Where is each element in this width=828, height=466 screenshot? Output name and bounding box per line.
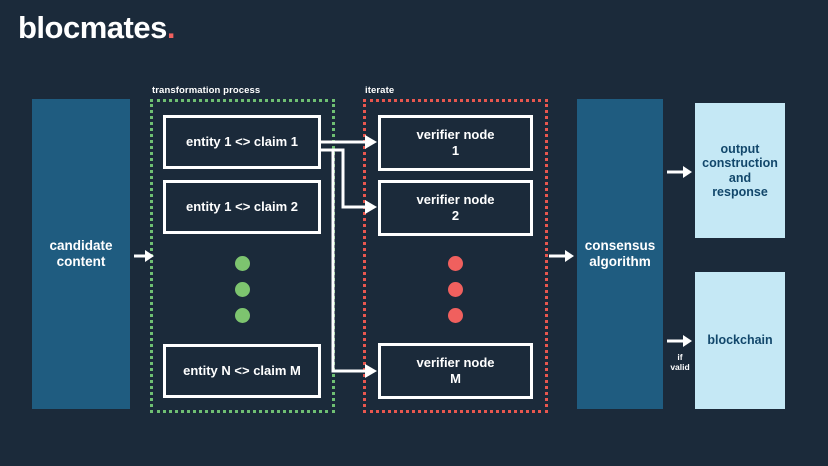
group-label-iterate: iterate: [365, 85, 395, 96]
vertical-ellipsis-icon-entities: [235, 256, 250, 323]
ellipsis-dot-red-1: [448, 256, 463, 271]
connector-entities-to-verifiers: [321, 135, 377, 378]
output-construction-block: output construction and response: [695, 103, 785, 238]
entity-card-2[interactable]: entity 1 <> claim 2: [163, 180, 321, 234]
candidate-content-label: candidate content: [49, 238, 113, 269]
entity-card-3-label: entity N <> claim M: [183, 363, 301, 379]
verifier-node-card-1-label: verifier node 1: [416, 127, 495, 158]
group-box-iterate: [363, 99, 548, 413]
ellipsis-dot-red-3: [448, 308, 463, 323]
edge-label-if-valid: if valid: [670, 352, 690, 372]
verifier-node-card-2-label: verifier node 2: [416, 192, 495, 223]
verifier-node-card-3[interactable]: verifier node M: [378, 343, 533, 399]
entity-card-1[interactable]: entity 1 <> claim 1: [163, 115, 321, 169]
output-construction-label: output construction and response: [702, 141, 778, 199]
verifier-node-card-2[interactable]: verifier node 2: [378, 180, 533, 236]
ellipsis-dot-green-2: [235, 282, 250, 297]
brand-logo-text: blocmates: [18, 10, 167, 45]
arrow-right-icon-consensus-to-blockchain: [667, 335, 692, 347]
blockchain-block: blockchain: [695, 272, 785, 409]
arrow-right-icon-consensus-to-output: [667, 166, 692, 178]
consensus-algorithm-block: consensus algorithm: [577, 99, 663, 409]
group-label-transformation-process: transformation process: [152, 85, 261, 96]
brand-logo: blocmates.: [18, 12, 175, 43]
ellipsis-dot-green-3: [235, 308, 250, 323]
arrow-right-icon-verifiers-to-consensus: [549, 250, 574, 262]
consensus-algorithm-label: consensus algorithm: [584, 238, 656, 269]
ellipsis-dot-red-2: [448, 282, 463, 297]
entity-card-2-label: entity 1 <> claim 2: [185, 199, 298, 215]
vertical-ellipsis-icon-verifiers: [448, 256, 463, 323]
verifier-node-card-1[interactable]: verifier node 1: [378, 115, 533, 171]
verifier-node-card-3-label: verifier node M: [416, 355, 495, 386]
ellipsis-dot-green-1: [235, 256, 250, 271]
candidate-content-block: candidate content: [32, 99, 130, 409]
entity-card-3[interactable]: entity N <> claim M: [163, 344, 321, 398]
blockchain-label: blockchain: [707, 333, 773, 348]
arrow-right-icon-candidate-to-transformation: [134, 250, 154, 262]
brand-logo-dot: .: [166, 10, 176, 45]
entity-card-1-label: entity 1 <> claim 1: [185, 134, 298, 150]
